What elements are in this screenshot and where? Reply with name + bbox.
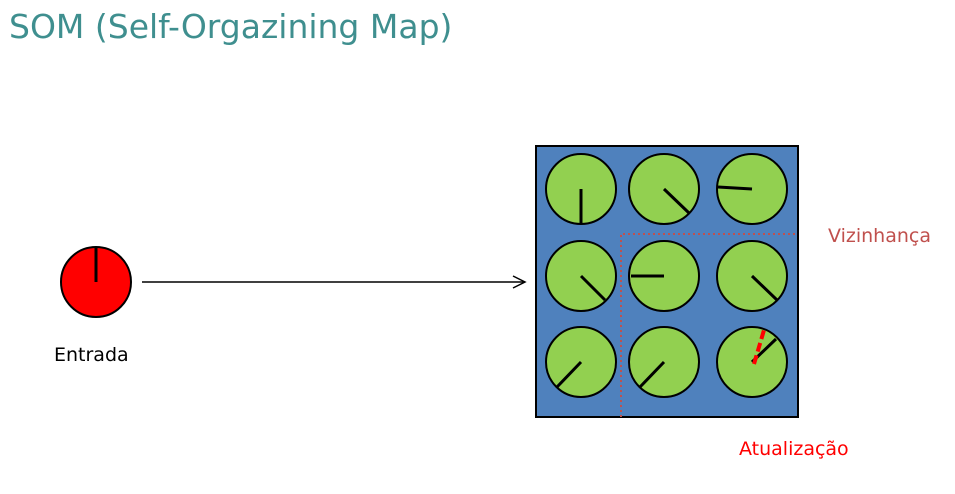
map-node xyxy=(545,326,617,398)
input-node xyxy=(60,246,132,318)
update-label: Atualização xyxy=(739,438,849,460)
map-node xyxy=(628,153,700,225)
neighborhood-border xyxy=(620,233,798,417)
input-label: Entrada xyxy=(54,344,129,366)
input-to-map-arrow xyxy=(142,275,527,289)
updated-map-node xyxy=(716,326,788,398)
slide-title: SOM (Self-Orgazining Map) xyxy=(9,7,453,46)
map-node xyxy=(545,240,617,312)
neighborhood-label: Vizinhança xyxy=(828,225,931,247)
map-node xyxy=(628,240,700,312)
update-vector xyxy=(752,329,766,365)
map-node xyxy=(545,153,617,225)
map-node xyxy=(716,240,788,312)
map-node xyxy=(716,153,788,225)
map-node xyxy=(628,326,700,398)
